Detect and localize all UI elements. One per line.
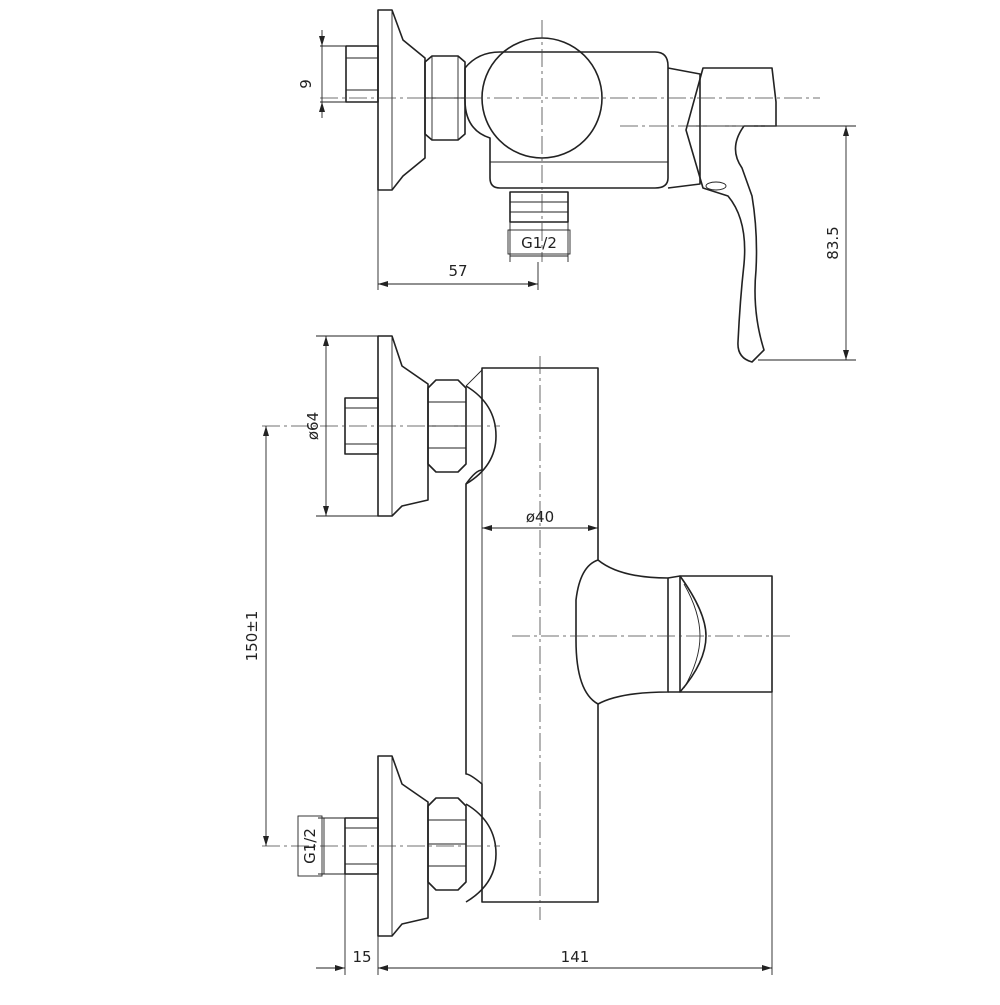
top-outlet-thread: [509, 191, 569, 223]
dim-57-arrow: [528, 281, 538, 287]
lower-flange: [377, 755, 429, 937]
top-flange: [377, 9, 426, 191]
dim-g12-top-label: G1/2: [521, 234, 557, 252]
upper-connector-edge: [465, 369, 483, 387]
dim-g12-bottom-label: G1/2: [301, 828, 319, 864]
dim-141-arrow: [378, 965, 388, 971]
top-valve-body: [464, 51, 669, 189]
main-body: [465, 367, 599, 903]
dim-64-arrow: [323, 506, 329, 516]
dim-9-arrow: [319, 36, 325, 46]
dim-83-arrow: [843, 350, 849, 360]
dim-57-arrow: [378, 281, 388, 287]
dim-15-label: 15: [352, 948, 371, 966]
lower-hex-nut: [427, 797, 467, 891]
dim-141-arrow: [762, 965, 772, 971]
dim-g12-bottom-box: [297, 815, 323, 877]
top-hex-nut: [424, 55, 466, 141]
dim-83-label: 83.5: [824, 226, 842, 259]
top-dimensions: 9 G1/2 57 83.5: [297, 30, 856, 361]
dim-64-arrow: [323, 336, 329, 346]
dim-141-label: 141: [561, 948, 590, 966]
lower-connector: [465, 803, 497, 903]
dim-9-label: 9: [297, 79, 315, 89]
dim-150-label: 150±1: [243, 611, 261, 662]
dim-57-label: 57: [448, 262, 467, 280]
top-view: [320, 9, 820, 363]
dim-150-arrow: [263, 426, 269, 436]
dim-40-arrow: [588, 525, 598, 531]
dim-83-arrow: [843, 126, 849, 136]
dim-40-arrow: [482, 525, 492, 531]
front-view: [262, 335, 790, 937]
top-cartridge-neck: [667, 67, 701, 189]
front-dimensions: ø64 ø40 150±1 G1/2 15 141: [243, 335, 773, 975]
handle-cap: [679, 575, 773, 693]
top-lever-handle: [685, 67, 777, 363]
upper-flange: [377, 335, 429, 517]
handle-hub: [667, 575, 707, 693]
upper-hex-nut: [427, 379, 467, 473]
dim-g12-top-box: [507, 229, 571, 255]
top-lever-screw: [705, 181, 727, 191]
dim-64-label: ø64: [304, 412, 322, 440]
dim-40-label: ø40: [526, 508, 554, 526]
dim-9-arrow: [319, 102, 325, 112]
dim-150-arrow: [263, 836, 269, 846]
top-pin: [345, 45, 379, 103]
dim-15-arrow: [335, 965, 345, 971]
cartridge-neck: [597, 559, 669, 705]
